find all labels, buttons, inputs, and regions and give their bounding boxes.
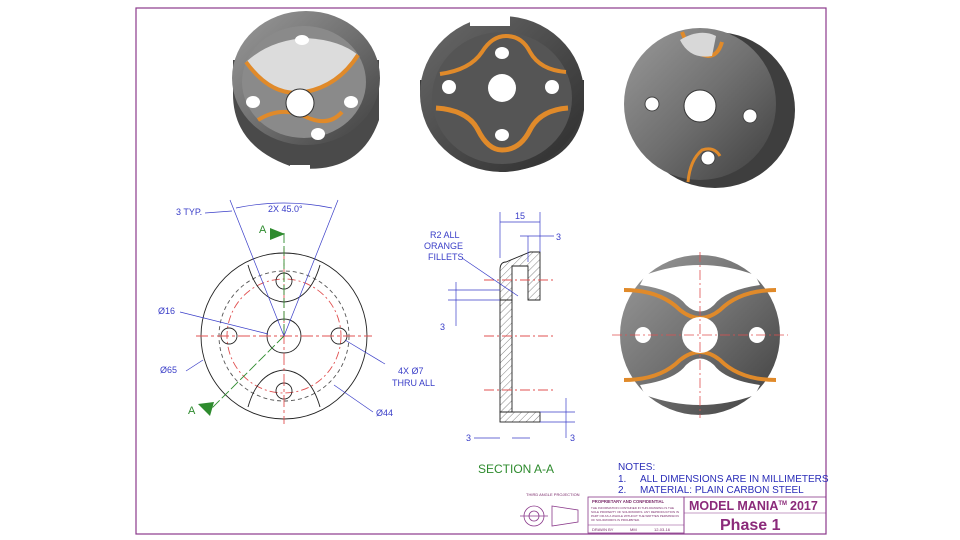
section-view — [484, 251, 556, 423]
title-year: 2017 — [790, 499, 818, 513]
fillet-note-line1: R2 ALL — [430, 230, 460, 240]
phase-title: Phase 1 — [720, 517, 781, 534]
dim-holes-line2: THRU ALL — [392, 378, 435, 388]
projection-label: THIRD ANGLE PROJECTION — [526, 492, 580, 497]
notes-block: NOTES: 1. ALL DIMENSIONS ARE IN MILLIMET… — [618, 462, 829, 496]
dim-three-bottom-left: 3 — [466, 433, 471, 443]
proprietary-line-3: PART OR AS A WHOLE WITHOUT THE WRITTEN P… — [591, 514, 679, 518]
section-dimension-lines — [448, 212, 575, 439]
fillet-note-line2: ORANGE — [424, 241, 463, 251]
notes-heading: NOTES: — [618, 462, 655, 473]
iso-view-1 — [232, 11, 380, 171]
dim-3-typ: 3 TYP. — [176, 207, 202, 217]
note-1-number: 1. — [618, 474, 626, 485]
dim-2x-45: 2X 45.0° — [268, 204, 303, 214]
drawn-date: 12-03-16 — [654, 527, 671, 532]
title-main: MODEL MANIA — [689, 499, 778, 513]
section-letter-bottom: A — [188, 405, 196, 417]
section-letter-top: A — [259, 224, 267, 236]
proprietary-line-2: SOLE PROPERTY OF SOLIDWORKS. ANY REPRODU… — [591, 510, 679, 514]
iso-view-2 — [420, 12, 584, 172]
dim-three-left: 3 — [440, 322, 445, 332]
dim-width-15: 15 — [515, 211, 525, 221]
proprietary-line-1: THE INFORMATION CONTAINED IN THIS DRAWIN… — [591, 506, 674, 510]
iso-view-3 — [624, 28, 795, 188]
dim-three-top: 3 — [556, 232, 561, 242]
title-block: THIRD ANGLE PROJECTION PROPRIETARY AND C… — [520, 492, 827, 535]
drawn-by-label: DRAWN BY — [592, 527, 614, 532]
drawn-by-initials: MM — [630, 527, 637, 532]
shaded-front-view — [612, 252, 788, 418]
note-1-text: ALL DIMENSIONS ARE IN MILLIMETERS — [640, 474, 829, 485]
dim-dia-65: Ø65 — [160, 365, 177, 375]
proprietary-title: PROPRIETARY AND CONFIDENTIAL — [592, 499, 665, 504]
dim-three-bottom-right: 3 — [570, 433, 575, 443]
front-view-dimension-lines — [179, 199, 386, 413]
fillet-note-line3: FILLETS — [428, 252, 464, 262]
proprietary-line-4: OF SOLIDWORKS IS PROHIBITED. — [591, 518, 640, 522]
dim-dia-44: Ø44 — [376, 408, 393, 418]
title-tm: TM — [778, 501, 787, 507]
dim-dia-16: Ø16 — [158, 306, 175, 316]
dim-holes-line1: 4X Ø7 — [398, 366, 424, 376]
title-box — [683, 496, 827, 535]
note-2-text: MATERIAL: PLAIN CARBON STEEL — [640, 485, 804, 496]
projection-symbol — [520, 505, 579, 527]
note-2-number: 2. — [618, 485, 626, 496]
section-title: SECTION A-A — [478, 462, 554, 476]
